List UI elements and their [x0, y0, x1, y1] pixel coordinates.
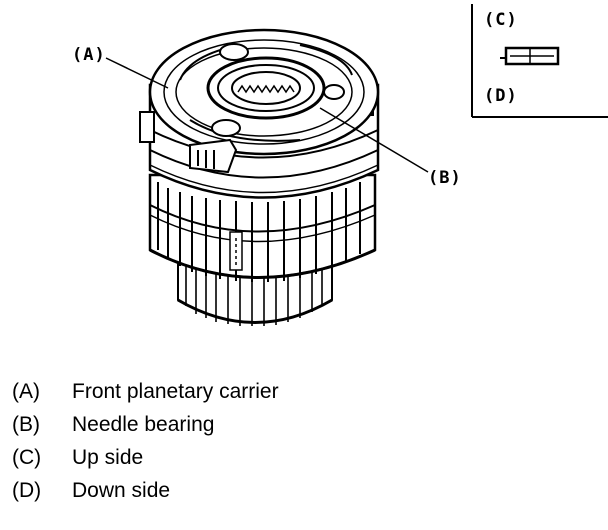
carrier-bracket: [189, 138, 238, 174]
callout-d: (D): [484, 86, 518, 106]
legend-text: Up side: [72, 445, 144, 469]
callout-b: (B): [428, 168, 462, 188]
bearing-orientation-icon: [500, 46, 560, 66]
legend-text: Down side: [72, 478, 171, 502]
legend-key: (D): [12, 478, 42, 502]
legend-item: (B) Needle bearing: [12, 408, 412, 441]
legend-key: (C): [12, 445, 42, 469]
callout-c: (C): [484, 10, 518, 30]
legend-item: (D) Down side: [12, 474, 412, 507]
legend-text: Front planetary carrier: [72, 379, 279, 403]
orientation-inset: [471, 4, 608, 118]
legend-item: (A) Front planetary carrier: [12, 375, 412, 408]
leader-lines: [105, 57, 429, 173]
legend: (A) Front planetary carrier (B) Needle b…: [12, 375, 412, 507]
planetary-carrier-drawing: [105, 4, 608, 326]
callout-a: (A): [72, 45, 106, 65]
legend-key: (A): [12, 379, 40, 403]
legend-key: (B): [12, 412, 40, 436]
legend-text: Needle bearing: [72, 412, 215, 436]
middle-gear-ring: [148, 173, 377, 282]
assembly-illustration: (A) (B) (C) (D): [72, 4, 608, 326]
legend-item: (C) Up side: [12, 441, 412, 474]
needle-bearing: [206, 56, 326, 120]
